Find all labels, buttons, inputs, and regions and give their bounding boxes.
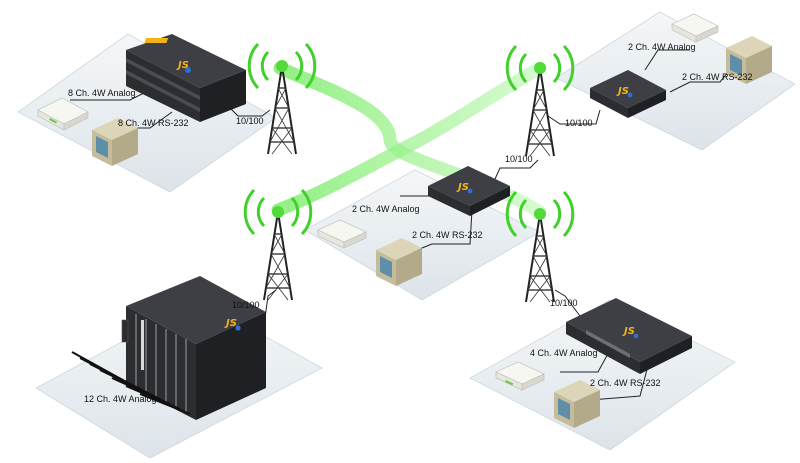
modem-icon — [37, 97, 89, 131]
site-bottom-right: JS 4 Ch. 4W Analog 2 Ch. 4W RS-232 10/10… — [495, 298, 692, 428]
ethernet-label: 10/100 — [505, 154, 533, 164]
rack-mount-multiplexer-icon: JS — [126, 34, 246, 122]
analog-label: 2 Ch. 4W Analog — [352, 204, 420, 214]
analog-label: 8 Ch. 4W Analog — [68, 88, 136, 98]
platform-top-right — [555, 11, 796, 151]
tower-top-left — [247, 42, 317, 155]
site-top-right: JS 2 Ch. 4W Analog 2 Ch. 4W RS-232 10/10… — [565, 13, 772, 128]
site-bottom-left: JS 12 Ch. 4W Analog 10/100 — [71, 276, 266, 420]
brand-logo: JS — [176, 60, 189, 71]
analog-label: 12 Ch. 4W Analog — [84, 394, 157, 404]
radio-tower-icon — [243, 188, 313, 301]
brand-logo: JS — [224, 318, 237, 329]
modem-icon — [317, 219, 367, 249]
modem-icon — [495, 361, 545, 391]
link-ml-to-tr — [271, 61, 547, 217]
ethernet-label: 10/100 — [565, 118, 593, 128]
serial-label: 2 Ch. 4W RS-232 — [590, 378, 661, 388]
site-top-left: JS 8 Ch. 4W Analog 8 Ch. 4W RS-232 10/10… — [37, 34, 264, 166]
analog-cable-bundle — [71, 351, 191, 415]
analog-label: 4 Ch. 4W Analog — [530, 348, 598, 358]
modem-icon — [671, 13, 719, 43]
ethernet-label: 10/100 — [236, 116, 264, 126]
compact-multiplexer-icon: JS — [590, 70, 666, 118]
serial-label: 2 Ch. 4W RS-232 — [682, 72, 753, 82]
platform-center — [304, 169, 541, 301]
brand-logo: JS — [616, 86, 629, 97]
radio-tower-icon — [505, 190, 575, 303]
radio-tower-icon — [247, 42, 317, 155]
site-center: JS 2 Ch. 4W Analog 2 Ch. 4W RS-232 10/10… — [317, 154, 533, 286]
terminal-icon — [376, 238, 422, 286]
terminal-icon — [554, 380, 600, 428]
ethernet-label: 10/100 — [550, 298, 578, 308]
serial-label: 8 Ch. 4W RS-232 — [118, 118, 189, 128]
tower-mid-right — [505, 190, 575, 303]
brand-logo: JS — [456, 182, 469, 193]
1u-multiplexer-icon: JS — [566, 298, 692, 374]
terminal-icon — [726, 36, 772, 84]
serial-label: 2 Ch. 4W RS-232 — [412, 230, 483, 240]
terminal-icon — [92, 118, 138, 166]
tower-top-right — [505, 44, 575, 157]
tower-mid-left — [243, 188, 313, 301]
radio-tower-icon — [505, 44, 575, 157]
brand-logo: JS — [622, 326, 635, 337]
analog-label: 2 Ch. 4W Analog — [628, 42, 696, 52]
ethernet-label: 10/100 — [232, 300, 260, 310]
compact-multiplexer-icon: JS — [428, 166, 510, 216]
